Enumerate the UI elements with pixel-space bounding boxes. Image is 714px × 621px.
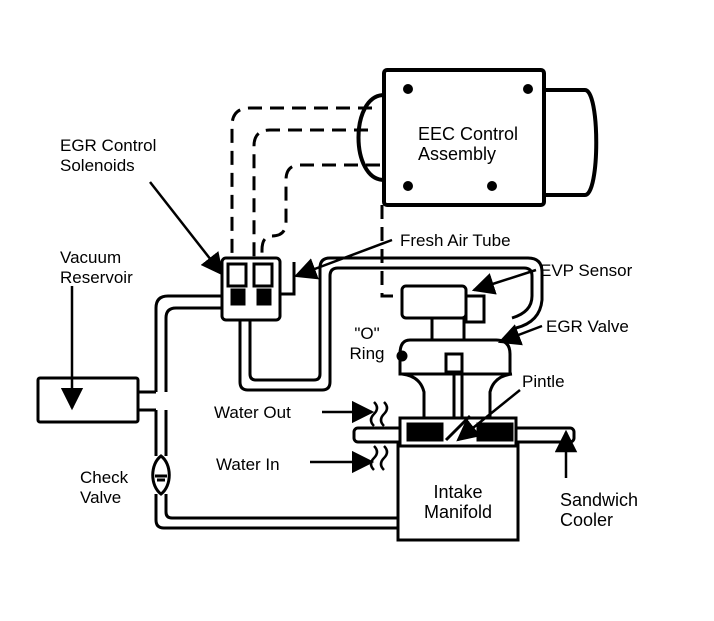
- check-valve-line2: Valve: [80, 488, 122, 507]
- eec-label-line2: Assembly: [418, 144, 497, 164]
- vacuum-hoses: [154, 256, 544, 530]
- o-ring-line2: Ring: [349, 344, 385, 363]
- check-valve: [151, 454, 171, 496]
- check-valve-line1: Check: [80, 468, 129, 487]
- pintle-label: Pintle: [522, 372, 565, 391]
- vacuum-reservoir: [36, 376, 156, 424]
- vacuum-reservoir-label: Vacuum Reservoir: [60, 248, 133, 288]
- egr-valve-label: EGR Valve: [546, 317, 629, 336]
- fresh-air-tube-label: Fresh Air Tube: [400, 231, 511, 250]
- sandwich-cooler: [352, 414, 576, 448]
- water-in-label: Water In: [216, 455, 280, 474]
- eec-control-assembly: [356, 68, 599, 207]
- eec-control-assembly-label: EEC Control Assembly: [418, 124, 518, 164]
- electrical-wires: [230, 106, 402, 298]
- vacuum-reservoir-line1: Vacuum: [60, 248, 122, 267]
- sandwich-cooler-line2: Cooler: [560, 510, 614, 530]
- o-ring-line1: "O": [354, 324, 380, 343]
- egr-control-solenoids-label: EGR Control Solenoids: [60, 136, 156, 176]
- eec-label-line1: EEC Control: [418, 124, 519, 144]
- check-valve-label: Check Valve: [80, 468, 128, 508]
- sandwich-cooler-line1: Sandwich: [560, 490, 639, 510]
- intake-manifold-line2: Manifold: [423, 502, 493, 522]
- evp-sensor-label: EVP Sensor: [540, 261, 633, 280]
- egr-solenoids-line2: Solenoids: [60, 156, 135, 175]
- o-ring-label: "O" Ring: [344, 324, 390, 364]
- vacuum-reservoir-line2: Reservoir: [60, 268, 133, 287]
- sandwich-cooler-label: Sandwich Cooler: [560, 490, 638, 530]
- intake-manifold-line1: Intake: [433, 482, 483, 502]
- intake-manifold-label: Intake Manifold: [412, 482, 504, 522]
- egr-control-solenoids: [220, 256, 282, 322]
- egr-solenoids-line1: EGR Control: [60, 136, 157, 155]
- fresh-air-tube: [278, 262, 296, 296]
- water-out-label: Water Out: [214, 403, 291, 422]
- leader-arrows: [60, 181, 578, 478]
